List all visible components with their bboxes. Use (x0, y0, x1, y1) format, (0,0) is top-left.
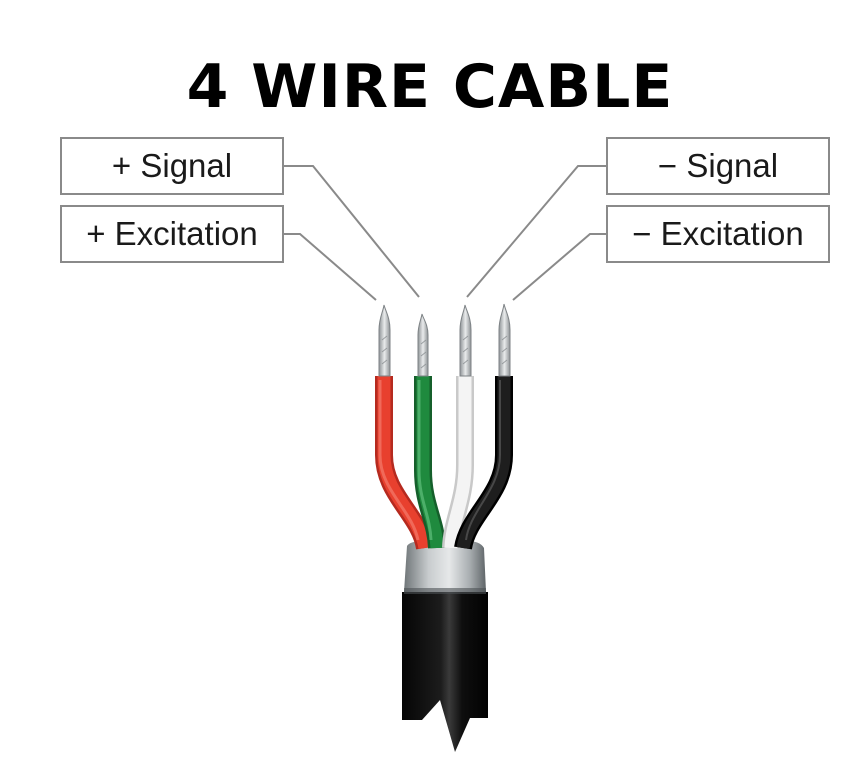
stripped-conductors (378, 303, 511, 377)
black-conductor (498, 303, 511, 377)
plus-excitation-label: + Excitation (60, 205, 284, 263)
red-conductor (378, 304, 391, 377)
outer-jacket (402, 592, 488, 752)
plus-signal-label: + Signal (60, 137, 284, 195)
minus-excitation-label: − Excitation (606, 205, 830, 263)
leader-line-minus-signal (466, 165, 606, 298)
green-conductor (417, 313, 429, 377)
wires (375, 376, 513, 551)
page-title: 4 WIRE CABLE (186, 52, 674, 122)
white-conductor (459, 304, 472, 377)
minus-signal-label: − Signal (606, 137, 830, 195)
leader-line-plus-excitation (284, 233, 377, 301)
leader-line-minus-excitation (512, 233, 606, 301)
foil-shield (404, 540, 486, 594)
leader-lines (284, 165, 606, 301)
leader-line-plus-signal (284, 165, 420, 298)
